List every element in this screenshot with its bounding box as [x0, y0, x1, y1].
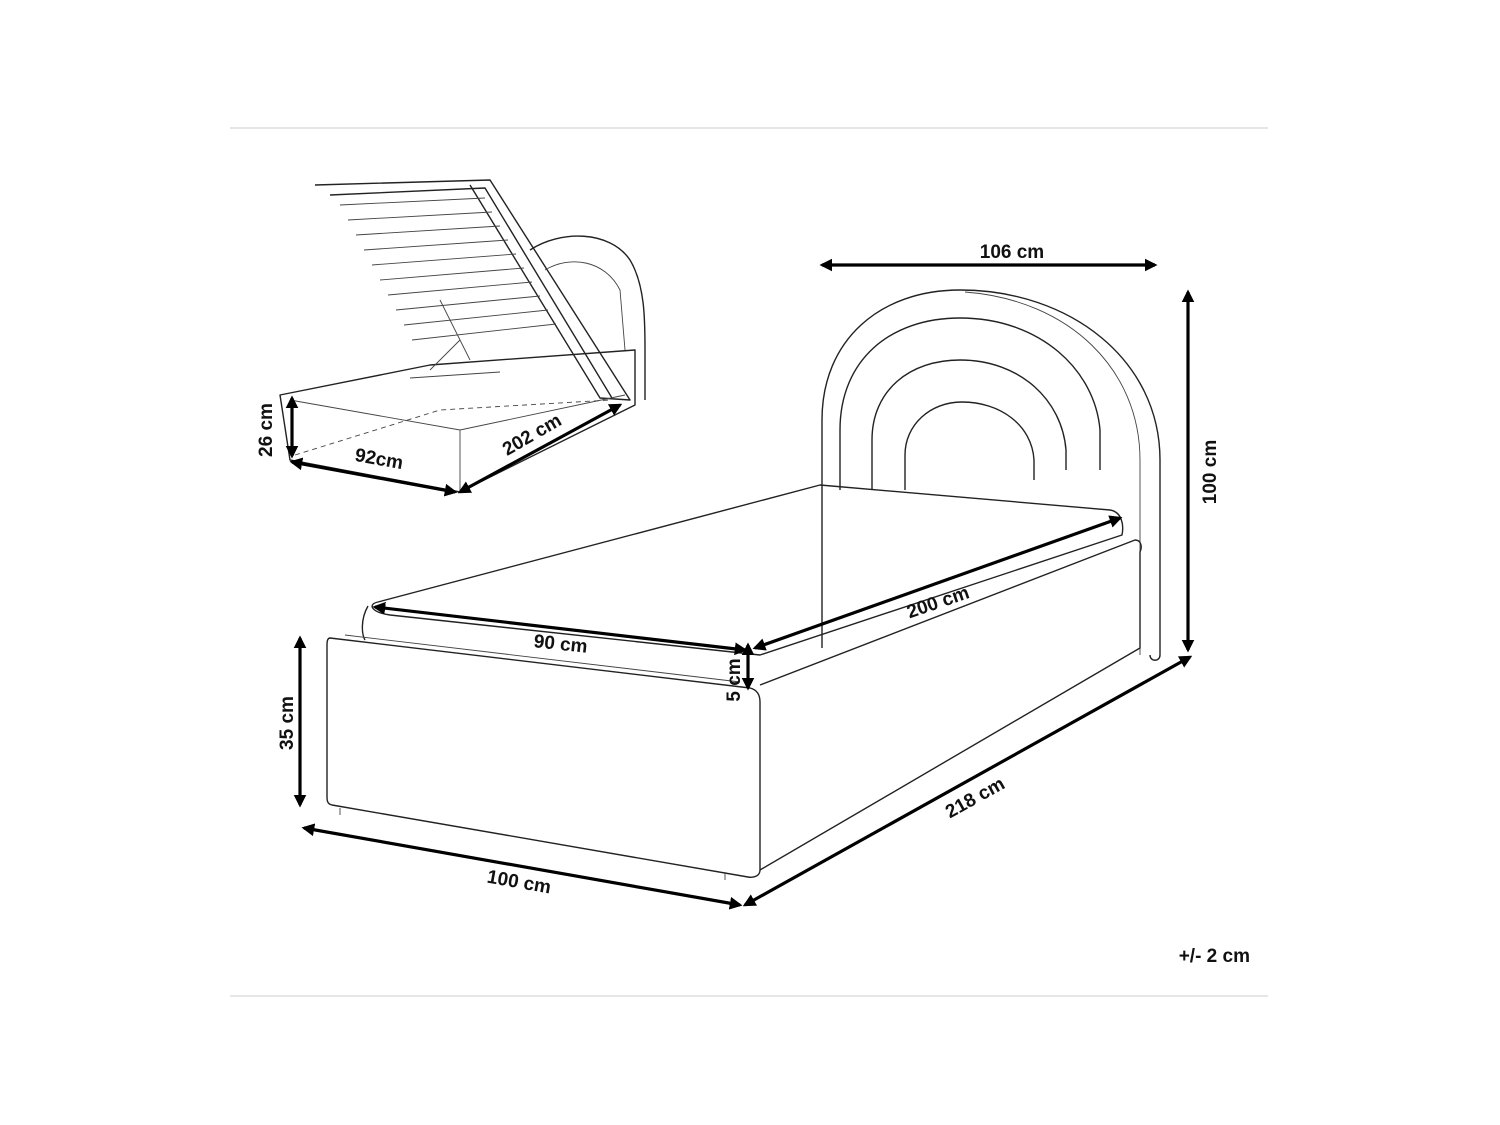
label-storage-height: 26 cm	[256, 403, 277, 457]
headboard-arc-1	[839, 317, 1101, 490]
headboard-arc-2	[871, 359, 1067, 490]
label-total-length: 218 cm	[942, 773, 1009, 823]
label-storage-width: 92cm	[353, 445, 405, 474]
label-frame-height: 35 cm	[277, 696, 298, 750]
label-tolerance: +/- 2 cm	[1179, 946, 1250, 967]
label-headboard-width: 106 cm	[980, 242, 1044, 263]
label-mattress-length: 200 cm	[904, 582, 972, 623]
arrow-storage-width	[289, 457, 458, 497]
headboard-edge	[964, 291, 1141, 655]
label-total-height: 100 cm	[1200, 440, 1221, 504]
bed-main-illustration	[326, 289, 1161, 880]
arrow-total-width	[301, 823, 743, 910]
footboard-front	[326, 637, 761, 878]
side-rail	[759, 539, 1142, 871]
mattress-top	[371, 484, 1124, 656]
bed-storage-illustration	[279, 179, 646, 493]
label-mattress-height: 5 cm	[724, 658, 745, 701]
arrow-mattress-length	[752, 515, 1123, 651]
headboard-arc-3	[904, 401, 1035, 490]
mattress-side	[361, 605, 369, 641]
label-mattress-width: 90 cm	[533, 631, 589, 658]
dimension-arrows	[285, 258, 1195, 910]
arrow-mattress-width	[372, 601, 748, 656]
arrow-storage-length	[457, 403, 623, 494]
arrow-total-length	[742, 655, 1193, 907]
